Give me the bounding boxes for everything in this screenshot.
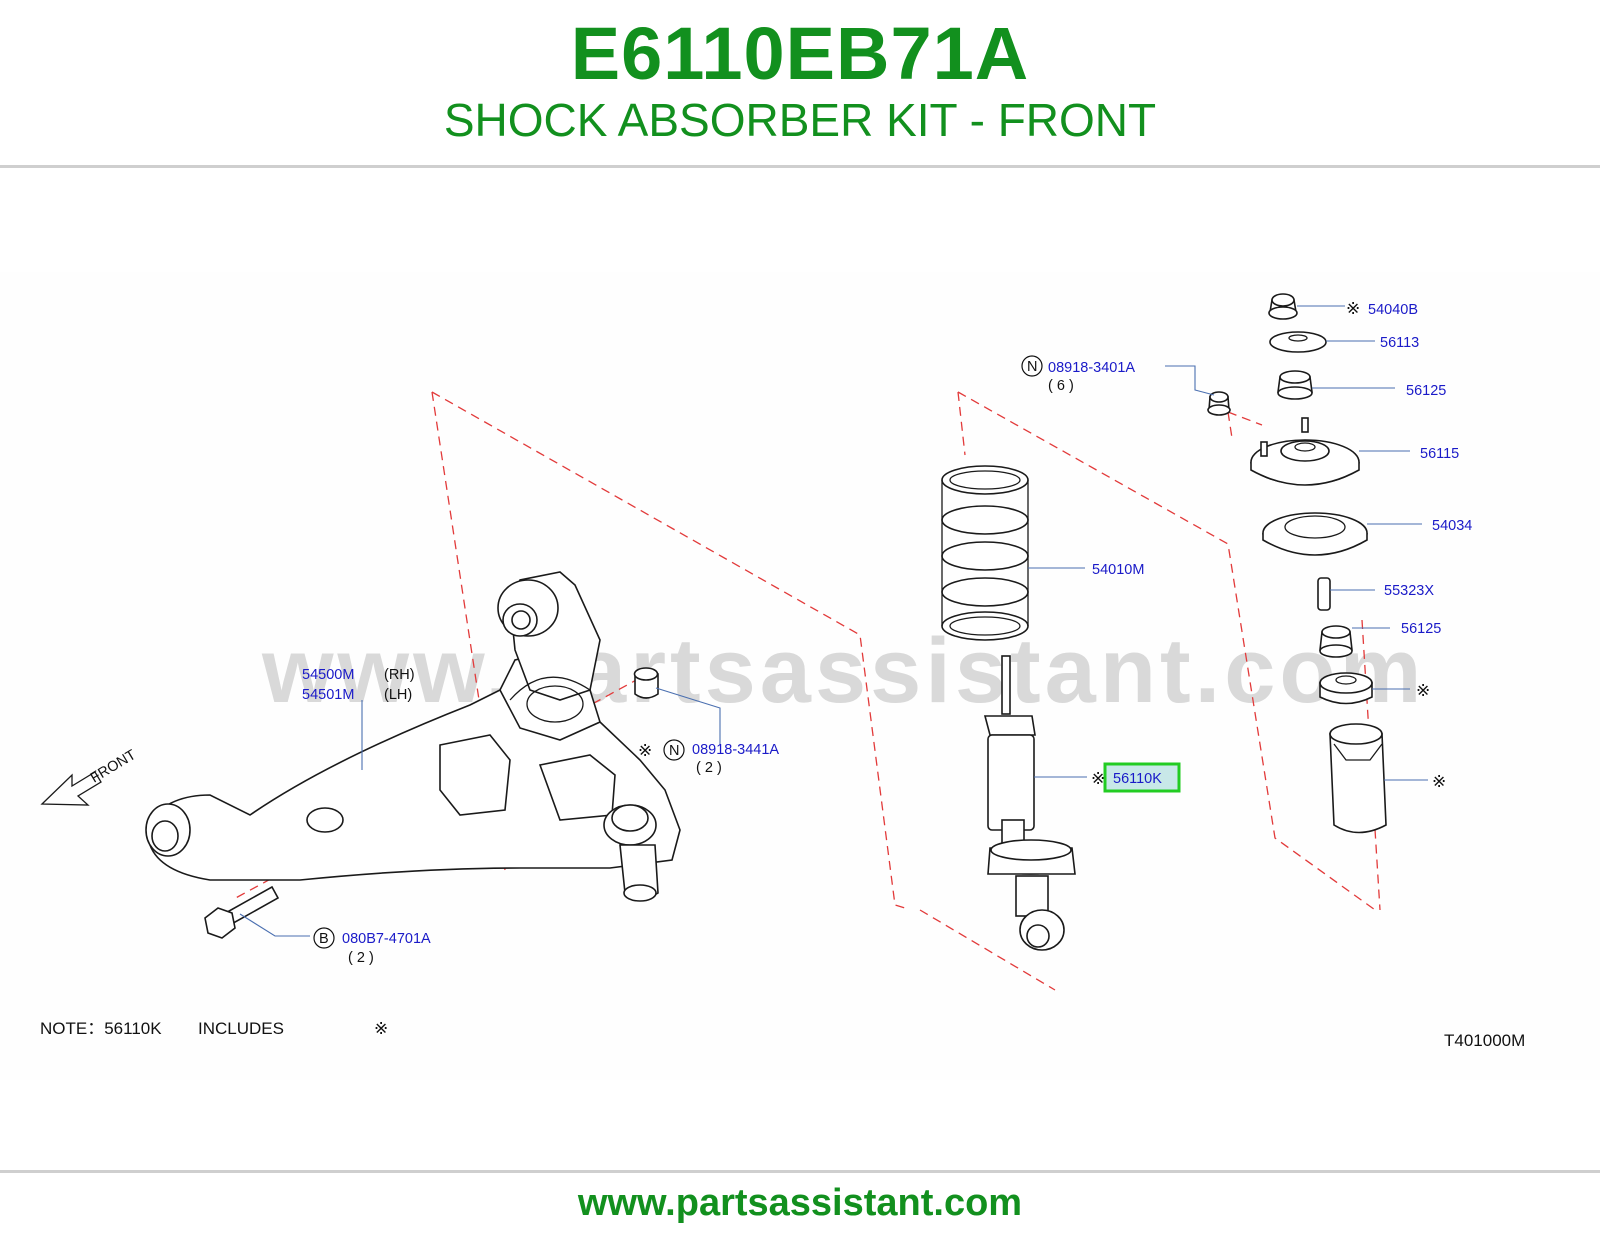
note-text: NOTE：56110K	[40, 1019, 162, 1038]
callout-08918-3441a-mark: ※	[638, 741, 652, 760]
callout-56125-low[interactable]: 56125	[1401, 621, 1441, 637]
n-circle-icon-2	[663, 739, 685, 761]
footer-url[interactable]: www.partsassistant.com	[577, 1182, 1023, 1224]
n-circle-icon	[1021, 355, 1043, 377]
mount-nut-drawing	[1207, 391, 1231, 416]
coil-spring-drawing	[941, 465, 1029, 641]
callout-08918-3401a[interactable]: 08918-3401A	[1048, 360, 1135, 376]
callout-080b7-4701a[interactable]: 080B7-4701A	[342, 931, 431, 947]
leader-lines	[239, 305, 1428, 937]
lower-bushing-drawing	[1319, 625, 1353, 658]
callout-54500m-side: (RH)	[384, 667, 415, 683]
assembly-outline-kit-4	[1361, 619, 1381, 911]
b-circle-icon	[313, 927, 335, 949]
callout-56110k-mark: ※	[1091, 769, 1105, 788]
callout-56110k[interactable]: 56110K	[1113, 771, 1162, 787]
callout-54501m[interactable]: 54501M	[302, 687, 354, 703]
callout-08918-3441a-qty: ( 2 )	[696, 760, 722, 776]
callout-dust-boot-mark: ※	[1432, 772, 1446, 791]
callout-55323x[interactable]: 55323X	[1384, 583, 1434, 599]
bump-stop-drawing	[1319, 672, 1373, 705]
callout-54501m-side: (LH)	[384, 687, 412, 703]
callout-08918-3401a-circle: N	[1027, 359, 1037, 375]
callout-08918-3401a-qty: ( 6 )	[1048, 378, 1074, 394]
note-mark: ※	[374, 1019, 388, 1038]
top-nut-drawing	[1268, 293, 1298, 320]
assembly-outline-arm	[431, 391, 906, 909]
pin-drawing	[1317, 577, 1331, 611]
strut-mount-drawing	[1250, 417, 1360, 486]
front-arrow-icon	[40, 771, 102, 806]
callout-54040b[interactable]: 54040B	[1368, 302, 1418, 318]
callout-54500m[interactable]: 54500M	[302, 667, 354, 683]
dust-boot-drawing	[1329, 723, 1387, 834]
header-divider	[0, 165, 1600, 168]
assembly-outline-arm-left	[431, 391, 506, 871]
nut-dash	[1227, 411, 1263, 426]
note-includes: INCLUDES	[198, 1019, 284, 1038]
kit-name-subtitle: SHOCK ABSORBER KIT - FRONT	[443, 94, 1157, 146]
assembly-outline-kit-2	[957, 391, 966, 456]
watermark-text: www.partsassistant.com	[261, 620, 1425, 722]
callout-56110k-highlight	[1103, 762, 1181, 793]
upper-bushing-drawing	[1277, 370, 1313, 400]
spring-seat-drawing	[1262, 512, 1368, 556]
part-number-title: E6110EB71A	[570, 12, 1030, 95]
front-label: FRONT	[88, 747, 139, 787]
callout-bump-stop-mark: ※	[1416, 681, 1430, 700]
callout-56125-top[interactable]: 56125	[1406, 383, 1446, 399]
assembly-outline-kit	[957, 391, 1379, 913]
washer-drawing	[1269, 331, 1327, 353]
bolt-drawing	[204, 885, 280, 939]
callout-08918-3441a[interactable]: 08918-3441A	[692, 742, 779, 758]
callout-08918-3441a-circle: N	[669, 743, 679, 759]
bushing-drawing	[633, 667, 659, 699]
callout-080b7-4701a-circle: B	[319, 931, 329, 947]
callout-54040b-mark: ※	[1346, 299, 1360, 318]
callout-56113[interactable]: 56113	[1380, 335, 1419, 351]
assembly-outline-kit-3	[919, 909, 1056, 991]
lower-control-arm-drawing	[145, 571, 681, 902]
callout-54034[interactable]: 54034	[1432, 518, 1472, 534]
callout-56115[interactable]: 56115	[1420, 446, 1459, 462]
diagram-code: T401000M	[1444, 1031, 1525, 1050]
callout-54010m[interactable]: 54010M	[1092, 562, 1144, 578]
callout-080b7-4701a-qty: ( 2 )	[348, 950, 374, 966]
footer-divider	[0, 1170, 1600, 1173]
shock-absorber-drawing	[983, 655, 1076, 951]
nut-dash-2	[1227, 411, 1233, 439]
